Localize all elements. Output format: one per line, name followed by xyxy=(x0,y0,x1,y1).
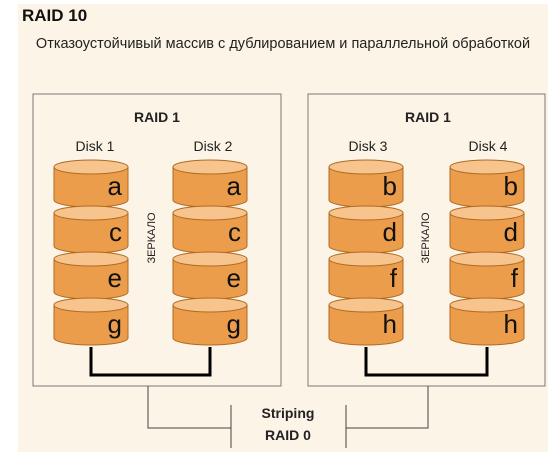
disk-block: c xyxy=(53,205,129,254)
disk-block: e xyxy=(172,251,248,300)
disk-block-label: b xyxy=(383,171,397,201)
disk-block: e xyxy=(53,251,129,300)
mirror-connector xyxy=(89,347,212,377)
disk-block: a xyxy=(172,159,248,208)
disk-block-label: d xyxy=(383,217,397,247)
disk-label: Disk 1 xyxy=(76,138,115,154)
mirror-label: ЗЕРКАЛО xyxy=(420,212,432,264)
disk-block: b xyxy=(449,159,525,208)
disk-block-label: g xyxy=(108,309,122,339)
disk-block: h xyxy=(449,297,525,346)
diagram-subtitle: Отказоустойчивый массив с дублированием … xyxy=(35,36,531,52)
disk-block-label: f xyxy=(390,263,398,293)
disk-label: Disk 2 xyxy=(194,138,233,154)
mirror-label: ЗЕРКАЛО xyxy=(146,212,158,264)
disk-block: c xyxy=(172,205,248,254)
diagram-title: RAID 10 xyxy=(22,6,88,25)
disk-block: f xyxy=(449,251,525,300)
striping-connector xyxy=(147,386,232,448)
disk-block-label: g xyxy=(227,309,241,339)
disk-block: a xyxy=(53,159,129,208)
disk-block-label: c xyxy=(109,217,122,247)
disk-block: d xyxy=(328,205,404,254)
mirror-connector xyxy=(364,347,489,377)
disk-block-label: b xyxy=(504,171,518,201)
disk-block-label: f xyxy=(511,263,519,293)
raid1-group-label: RAID 1 xyxy=(134,109,180,125)
disk-block-label: h xyxy=(504,309,518,339)
raid0-label: RAID 0 xyxy=(265,427,311,443)
disk-block: b xyxy=(328,159,404,208)
disk-block-label: a xyxy=(108,171,123,201)
disk-block: h xyxy=(328,297,404,346)
disk-block-label: e xyxy=(227,263,241,293)
disk-block-label: d xyxy=(504,217,518,247)
disk-block-label: e xyxy=(108,263,122,293)
disk-block: g xyxy=(53,297,129,346)
striping-label: Striping xyxy=(262,405,315,421)
striping-connector xyxy=(345,386,429,448)
disk-block: f xyxy=(328,251,404,300)
disk-block-label: h xyxy=(383,309,397,339)
disk-block-label: c xyxy=(228,217,241,247)
raid1-group-label: RAID 1 xyxy=(405,109,451,125)
disk-label: Disk 3 xyxy=(349,138,388,154)
disk-label: Disk 4 xyxy=(469,138,508,154)
disk-block: g xyxy=(172,297,248,346)
disk-block: d xyxy=(449,205,525,254)
disk-block-label: a xyxy=(227,171,242,201)
